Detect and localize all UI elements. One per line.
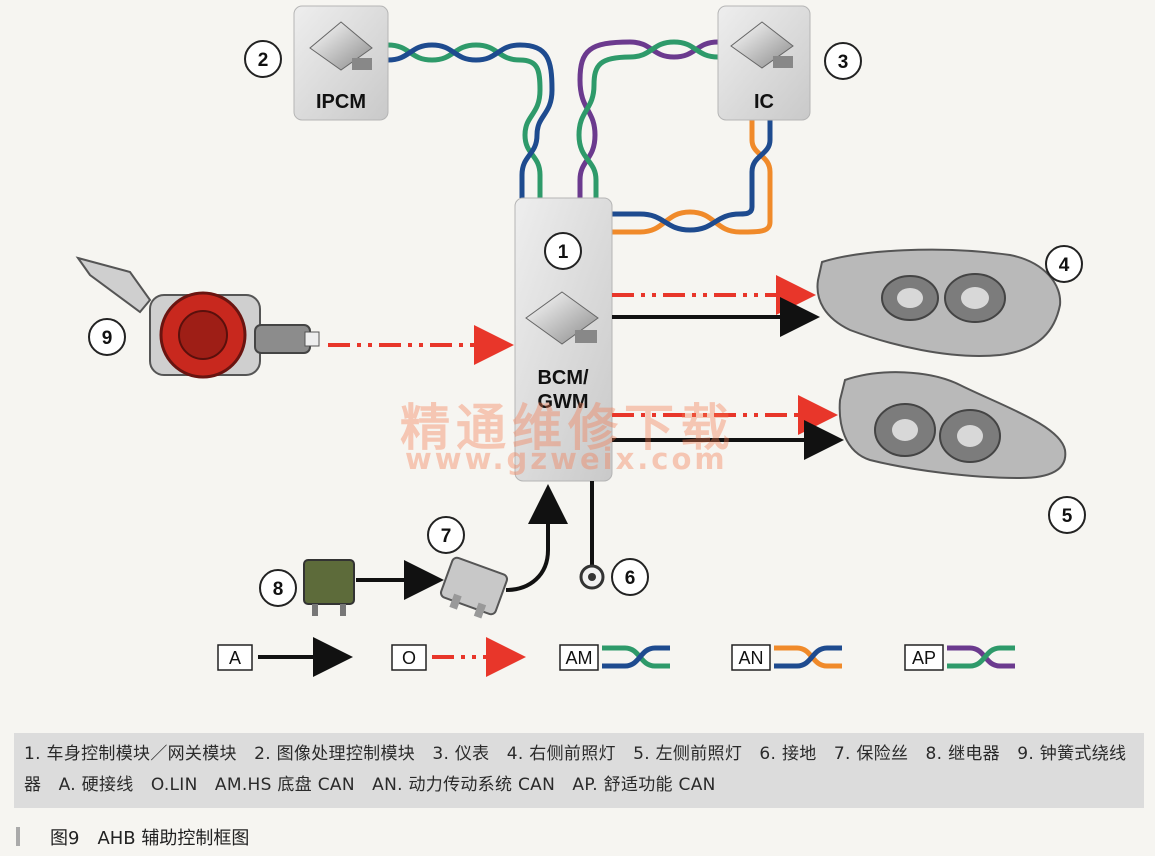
- svg-text:7: 7: [441, 526, 452, 547]
- fuse: [439, 556, 509, 619]
- legend-hardwire: A: [217, 637, 353, 677]
- ic-label: IC: [754, 91, 774, 113]
- ipcm-module: IPCM: [293, 5, 389, 121]
- bcm-label-line1: BCM/: [537, 367, 589, 389]
- ic-module: IC: [717, 5, 811, 121]
- relay: [303, 559, 355, 616]
- right-headlamp: [816, 248, 1062, 357]
- legend-hs-can: AM: [559, 644, 670, 671]
- svg-text:2: 2: [258, 50, 269, 71]
- ground-terminal-icon: [579, 564, 605, 590]
- figure-title: 图9 AHB 辅助控制框图: [50, 828, 250, 849]
- callout-7: 7: [427, 516, 465, 554]
- pt-can-bus-ic: [612, 120, 773, 235]
- svg-text:6: 6: [625, 568, 636, 589]
- clockspring-assembly: [75, 256, 320, 379]
- callout-4: 4: [1045, 245, 1083, 283]
- block-diagram: IPCM IC BCM/ GWM: [75, 5, 1086, 677]
- watermark-text: 精通维修下载: [400, 399, 736, 457]
- callout-3: 3: [824, 42, 862, 80]
- chip-icon: [309, 21, 373, 71]
- hs-can-bus-ipcm: [387, 42, 555, 198]
- svg-text:8: 8: [273, 579, 284, 600]
- svg-text:AP: AP: [912, 648, 936, 668]
- callout-9: 9: [88, 318, 126, 356]
- caption-text: 1. 车身控制模块／网关模块 2. 图像处理控制模块 3. 仪表 4. 右侧前照…: [24, 744, 1127, 795]
- callout-5: 5: [1048, 496, 1086, 534]
- svg-text:AM: AM: [566, 648, 593, 668]
- legend-comfort-can: AP: [904, 644, 1015, 671]
- left-headlamp: [838, 371, 1067, 480]
- diagram-stage: IPCM IC BCM/ GWM: [75, 5, 1086, 677]
- svg-text:AN: AN: [738, 648, 763, 668]
- ipcm-label: IPCM: [316, 91, 366, 113]
- svg-text:5: 5: [1062, 506, 1073, 527]
- hardwire-fuse-to-bcm: [505, 484, 568, 592]
- svg-text:A: A: [229, 648, 241, 668]
- chip-icon: [730, 21, 794, 69]
- svg-text:3: 3: [838, 52, 849, 73]
- svg-text:1: 1: [558, 242, 569, 263]
- bcm-gwm-module: BCM/ GWM: [514, 197, 613, 482]
- svg-text:4: 4: [1059, 255, 1070, 276]
- chip-icon: [525, 291, 599, 345]
- figure-marker: [16, 827, 20, 846]
- legend: A O AM AN AP: [217, 637, 1015, 677]
- callout-6: 6: [611, 558, 649, 596]
- legend-lin: O: [391, 637, 526, 677]
- svg-text:9: 9: [102, 328, 113, 349]
- callout-8: 8: [259, 569, 297, 607]
- caption-box: 1. 车身控制模块／网关模块 2. 图像处理控制模块 3. 仪表 4. 右侧前照…: [14, 733, 1144, 808]
- legend-pt-can: AN: [731, 644, 842, 671]
- bcm-label-line2: GWM: [537, 391, 588, 413]
- comfort-can-bus-ic: [576, 39, 719, 198]
- svg-text:O: O: [402, 648, 416, 668]
- watermark-url: www.gzweix.com: [405, 442, 728, 476]
- callout-2: 2: [244, 40, 282, 78]
- callout-1: 1: [544, 232, 582, 270]
